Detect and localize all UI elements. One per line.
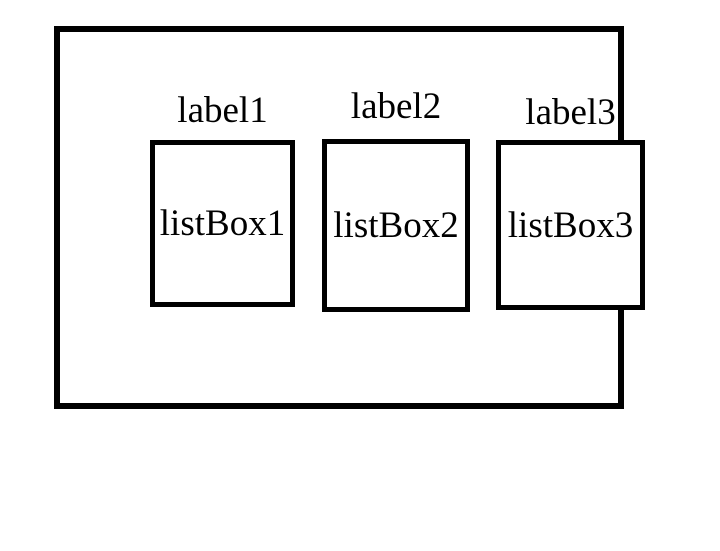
listbox2[interactable]: listBox2 bbox=[322, 139, 470, 312]
listbox1-text: listBox1 bbox=[159, 203, 286, 244]
label1-text: label1 bbox=[177, 90, 268, 131]
listbox3[interactable]: listBox3 bbox=[496, 140, 645, 310]
listbox3-text: listBox3 bbox=[507, 204, 634, 246]
form-panel: label1 label2 label3 listBox1 listBox2 l… bbox=[54, 26, 645, 409]
label3-text: label3 bbox=[525, 92, 616, 133]
listbox1[interactable]: listBox1 bbox=[150, 140, 295, 307]
listbox2-text: listBox2 bbox=[333, 205, 459, 246]
label2-text: label2 bbox=[350, 86, 442, 127]
